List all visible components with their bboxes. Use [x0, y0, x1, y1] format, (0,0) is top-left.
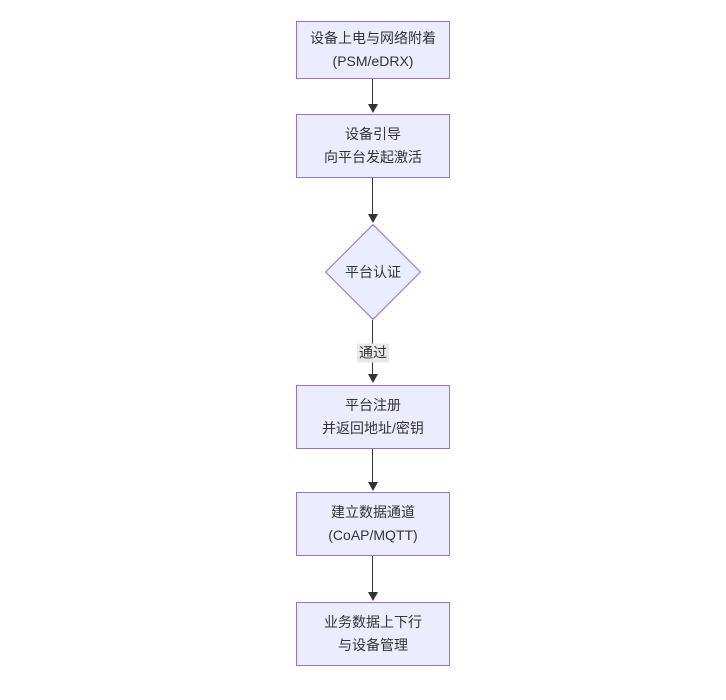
edge-d-e-line [372, 449, 373, 482]
node-label-line: 设备上电与网络附着 [310, 30, 436, 46]
arrowhead-icon [368, 482, 378, 491]
arrowhead-icon [368, 104, 378, 113]
arrowhead-icon [368, 592, 378, 601]
edge-label-pass: 通过 [357, 343, 389, 363]
edge-b-c-line [372, 178, 373, 214]
node-label-line: 建立数据通道 [331, 504, 415, 520]
node-label-line: 并返回地址/密钥 [322, 420, 424, 436]
node-label-line: (PSM/eDRX) [332, 53, 414, 69]
node-label-line: 业务数据上下行 [324, 614, 422, 630]
edge-e-f-line [372, 556, 373, 592]
node-label-line: 平台认证 [345, 264, 401, 280]
arrowhead-icon [368, 214, 378, 223]
node-label-line: 平台注册 [345, 397, 401, 413]
flow-node-bootstrap: 设备引导 向平台发起激活 [296, 114, 450, 178]
node-label-line: (CoAP/MQTT) [328, 527, 418, 543]
node-label-line: 与设备管理 [338, 637, 408, 653]
node-label-line: 向平台发起激活 [324, 149, 422, 165]
flow-node-business-data: 业务数据上下行 与设备管理 [296, 602, 450, 666]
flow-node-power-attach: 设备上电与网络附着 (PSM/eDRX) [296, 21, 450, 79]
node-label-line: 设备引导 [345, 126, 401, 142]
flow-node-auth-decision: 平台认证 [322, 223, 424, 321]
edge-a-b-line [372, 79, 373, 104]
flow-node-register: 平台注册 并返回地址/密钥 [296, 385, 450, 449]
arrowhead-icon [368, 374, 378, 383]
flow-node-data-channel: 建立数据通道 (CoAP/MQTT) [296, 492, 450, 556]
